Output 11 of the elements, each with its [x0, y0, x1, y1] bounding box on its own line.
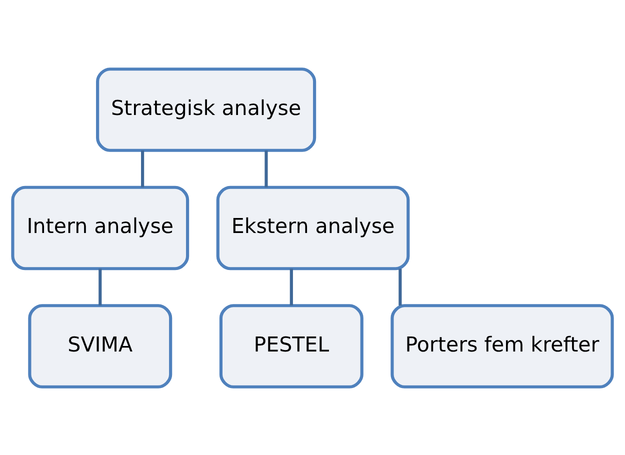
node-box: Ekstern analyse	[216, 185, 410, 270]
connector	[398, 268, 402, 305]
node-box: Intern analyse	[11, 185, 190, 270]
connector	[290, 268, 293, 305]
node-box: SVIMA	[28, 304, 172, 388]
node-box: PESTEL	[219, 304, 364, 388]
connector	[141, 150, 144, 187]
connector	[98, 268, 102, 305]
node-box: Porters fem krefter	[390, 304, 614, 388]
node-box: Strategisk analyse	[96, 67, 316, 152]
connector	[264, 150, 268, 187]
